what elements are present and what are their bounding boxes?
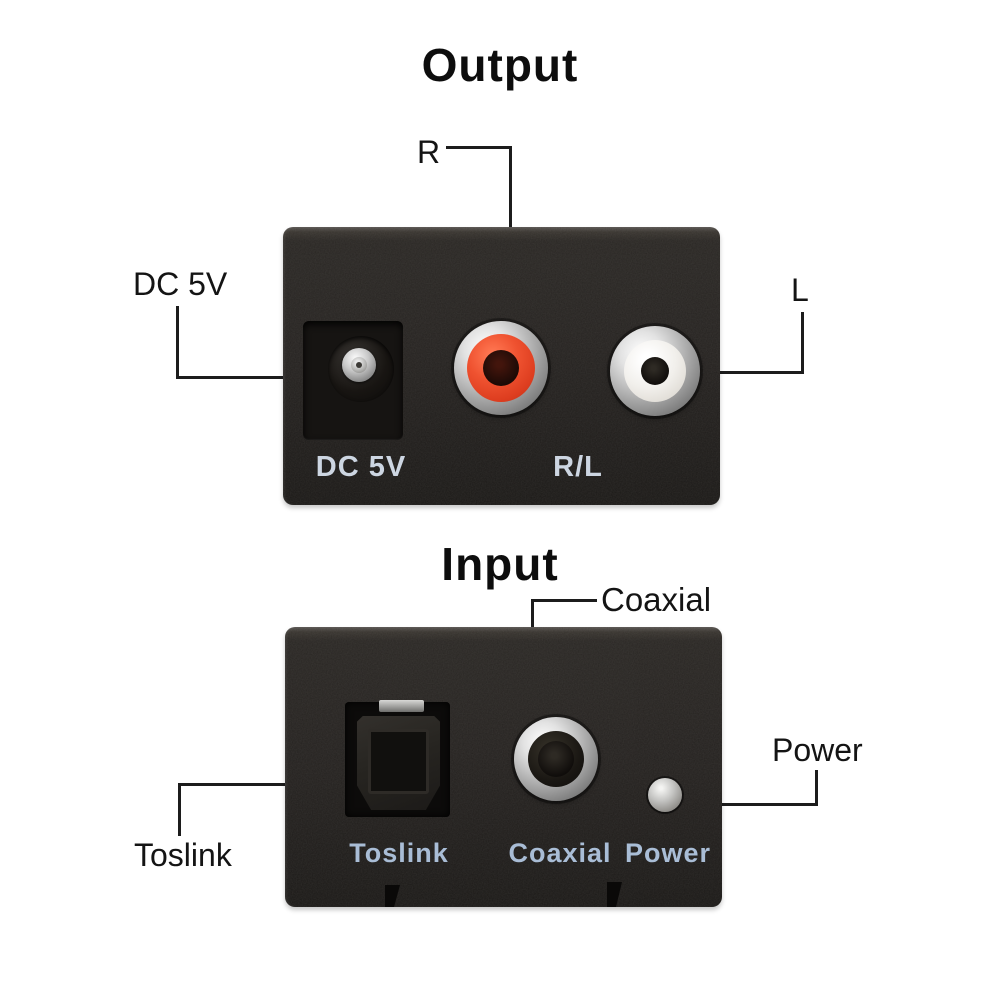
toslink-shutter-pin: [379, 700, 424, 712]
callout-line-l-vertical: [801, 312, 804, 374]
rca-jack-red: [454, 321, 548, 415]
callout-label-l: L: [791, 272, 809, 308]
callout-line-power-horizontal: [681, 803, 818, 806]
power-led: [648, 778, 682, 812]
coaxial-socket-hole: [538, 741, 574, 777]
bottom-edge-notch-left: [385, 885, 400, 907]
output-title: Output: [421, 39, 579, 91]
callout-line-dc5v-horizontal: [176, 376, 332, 379]
panel-label-toslink: Toslink: [349, 838, 449, 868]
output-panel: DC 5V R/L: [283, 227, 720, 505]
dc-jack-pin-core: [356, 362, 362, 368]
toslink-optical-port: [357, 716, 440, 810]
coaxial-jack: [514, 717, 598, 801]
rca-red-socket-hole: [483, 350, 519, 386]
callout-label-power: Power: [772, 732, 863, 768]
callout-line-r-horizontal: [446, 146, 512, 149]
callout-line-coaxial-horizontal: [531, 599, 597, 602]
callout-label-toslink: Toslink: [134, 837, 232, 873]
callout-label-coaxial: Coaxial: [601, 581, 712, 618]
callout-line-toslink-vertical: [178, 783, 181, 836]
callout-line-l-horizontal: [659, 371, 804, 374]
callout-label-r: R: [417, 134, 441, 170]
input-panel: Toslink Coaxial Power: [285, 627, 722, 907]
toslink-port-opening: [368, 729, 429, 794]
bottom-edge-notch-right: [607, 882, 622, 907]
coaxial-insulator: [528, 731, 584, 787]
callout-line-power-vertical: [815, 770, 818, 806]
panel-label-dc5v: DC 5V: [315, 451, 407, 483]
callout-label-dc5v: DC 5V: [133, 266, 228, 302]
panel-label-rl: R/L: [553, 451, 603, 483]
rca-red-insulator: [467, 334, 535, 402]
rca-jack-white: [610, 326, 700, 416]
callout-line-toslink-horizontal: [178, 783, 361, 786]
panel-label-coaxial: Coaxial: [508, 838, 612, 868]
panel-label-power: Power: [624, 838, 712, 868]
input-title: Input: [441, 538, 559, 590]
rca-white-socket-hole: [641, 357, 669, 385]
rca-white-insulator: [624, 340, 686, 402]
callout-line-dc5v-vertical: [176, 306, 179, 379]
